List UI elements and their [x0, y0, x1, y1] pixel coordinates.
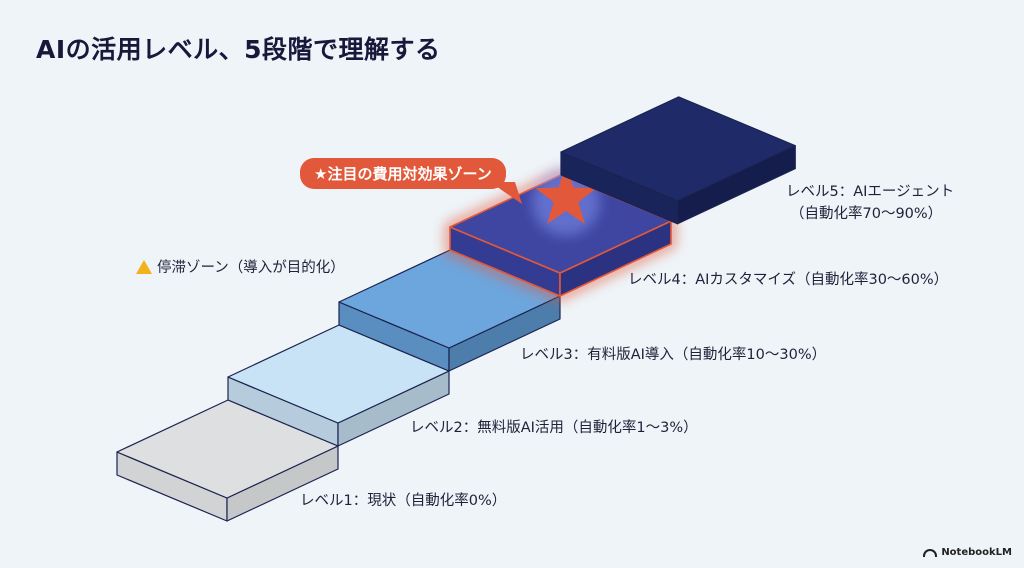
- level-4-block: [445, 166, 676, 302]
- stagnation-zone-label: 停滞ゾーン（導入が目的化）: [136, 256, 345, 277]
- notebooklm-logo-icon: [923, 548, 938, 557]
- level-5-block: [560, 96, 796, 225]
- level-5-label: レベル5：AIエージェント: [786, 184, 955, 200]
- level-4-label: レベル4：AIカスタマイズ（自動化率30〜60%）: [628, 272, 949, 288]
- level-2-block: [227, 324, 450, 447]
- level-1-label: レベル1：現状（自動化率0%）: [300, 493, 507, 509]
- level-5-rate: （自動化率70〜90%）: [790, 206, 943, 222]
- level-2-label: レベル2：無料版AI活用（自動化率1〜3%）: [410, 420, 698, 436]
- notebooklm-brand: NotebookLM: [923, 547, 1012, 558]
- level-5-top-face: [560, 96, 796, 202]
- level-3-label: レベル3：有料版AI導入（自動化率10〜30%）: [520, 347, 827, 363]
- warning-icon: [136, 259, 152, 274]
- star-icon: [535, 166, 597, 224]
- page-title: AIの活用レベル、5段階で理解する: [36, 35, 441, 64]
- stagnation-text: 停滞ゾーン（導入が目的化）: [157, 260, 345, 276]
- cost-effective-zone-callout: ★注目の費用対効果ゾーン: [300, 158, 506, 189]
- level-1-block: [116, 399, 339, 522]
